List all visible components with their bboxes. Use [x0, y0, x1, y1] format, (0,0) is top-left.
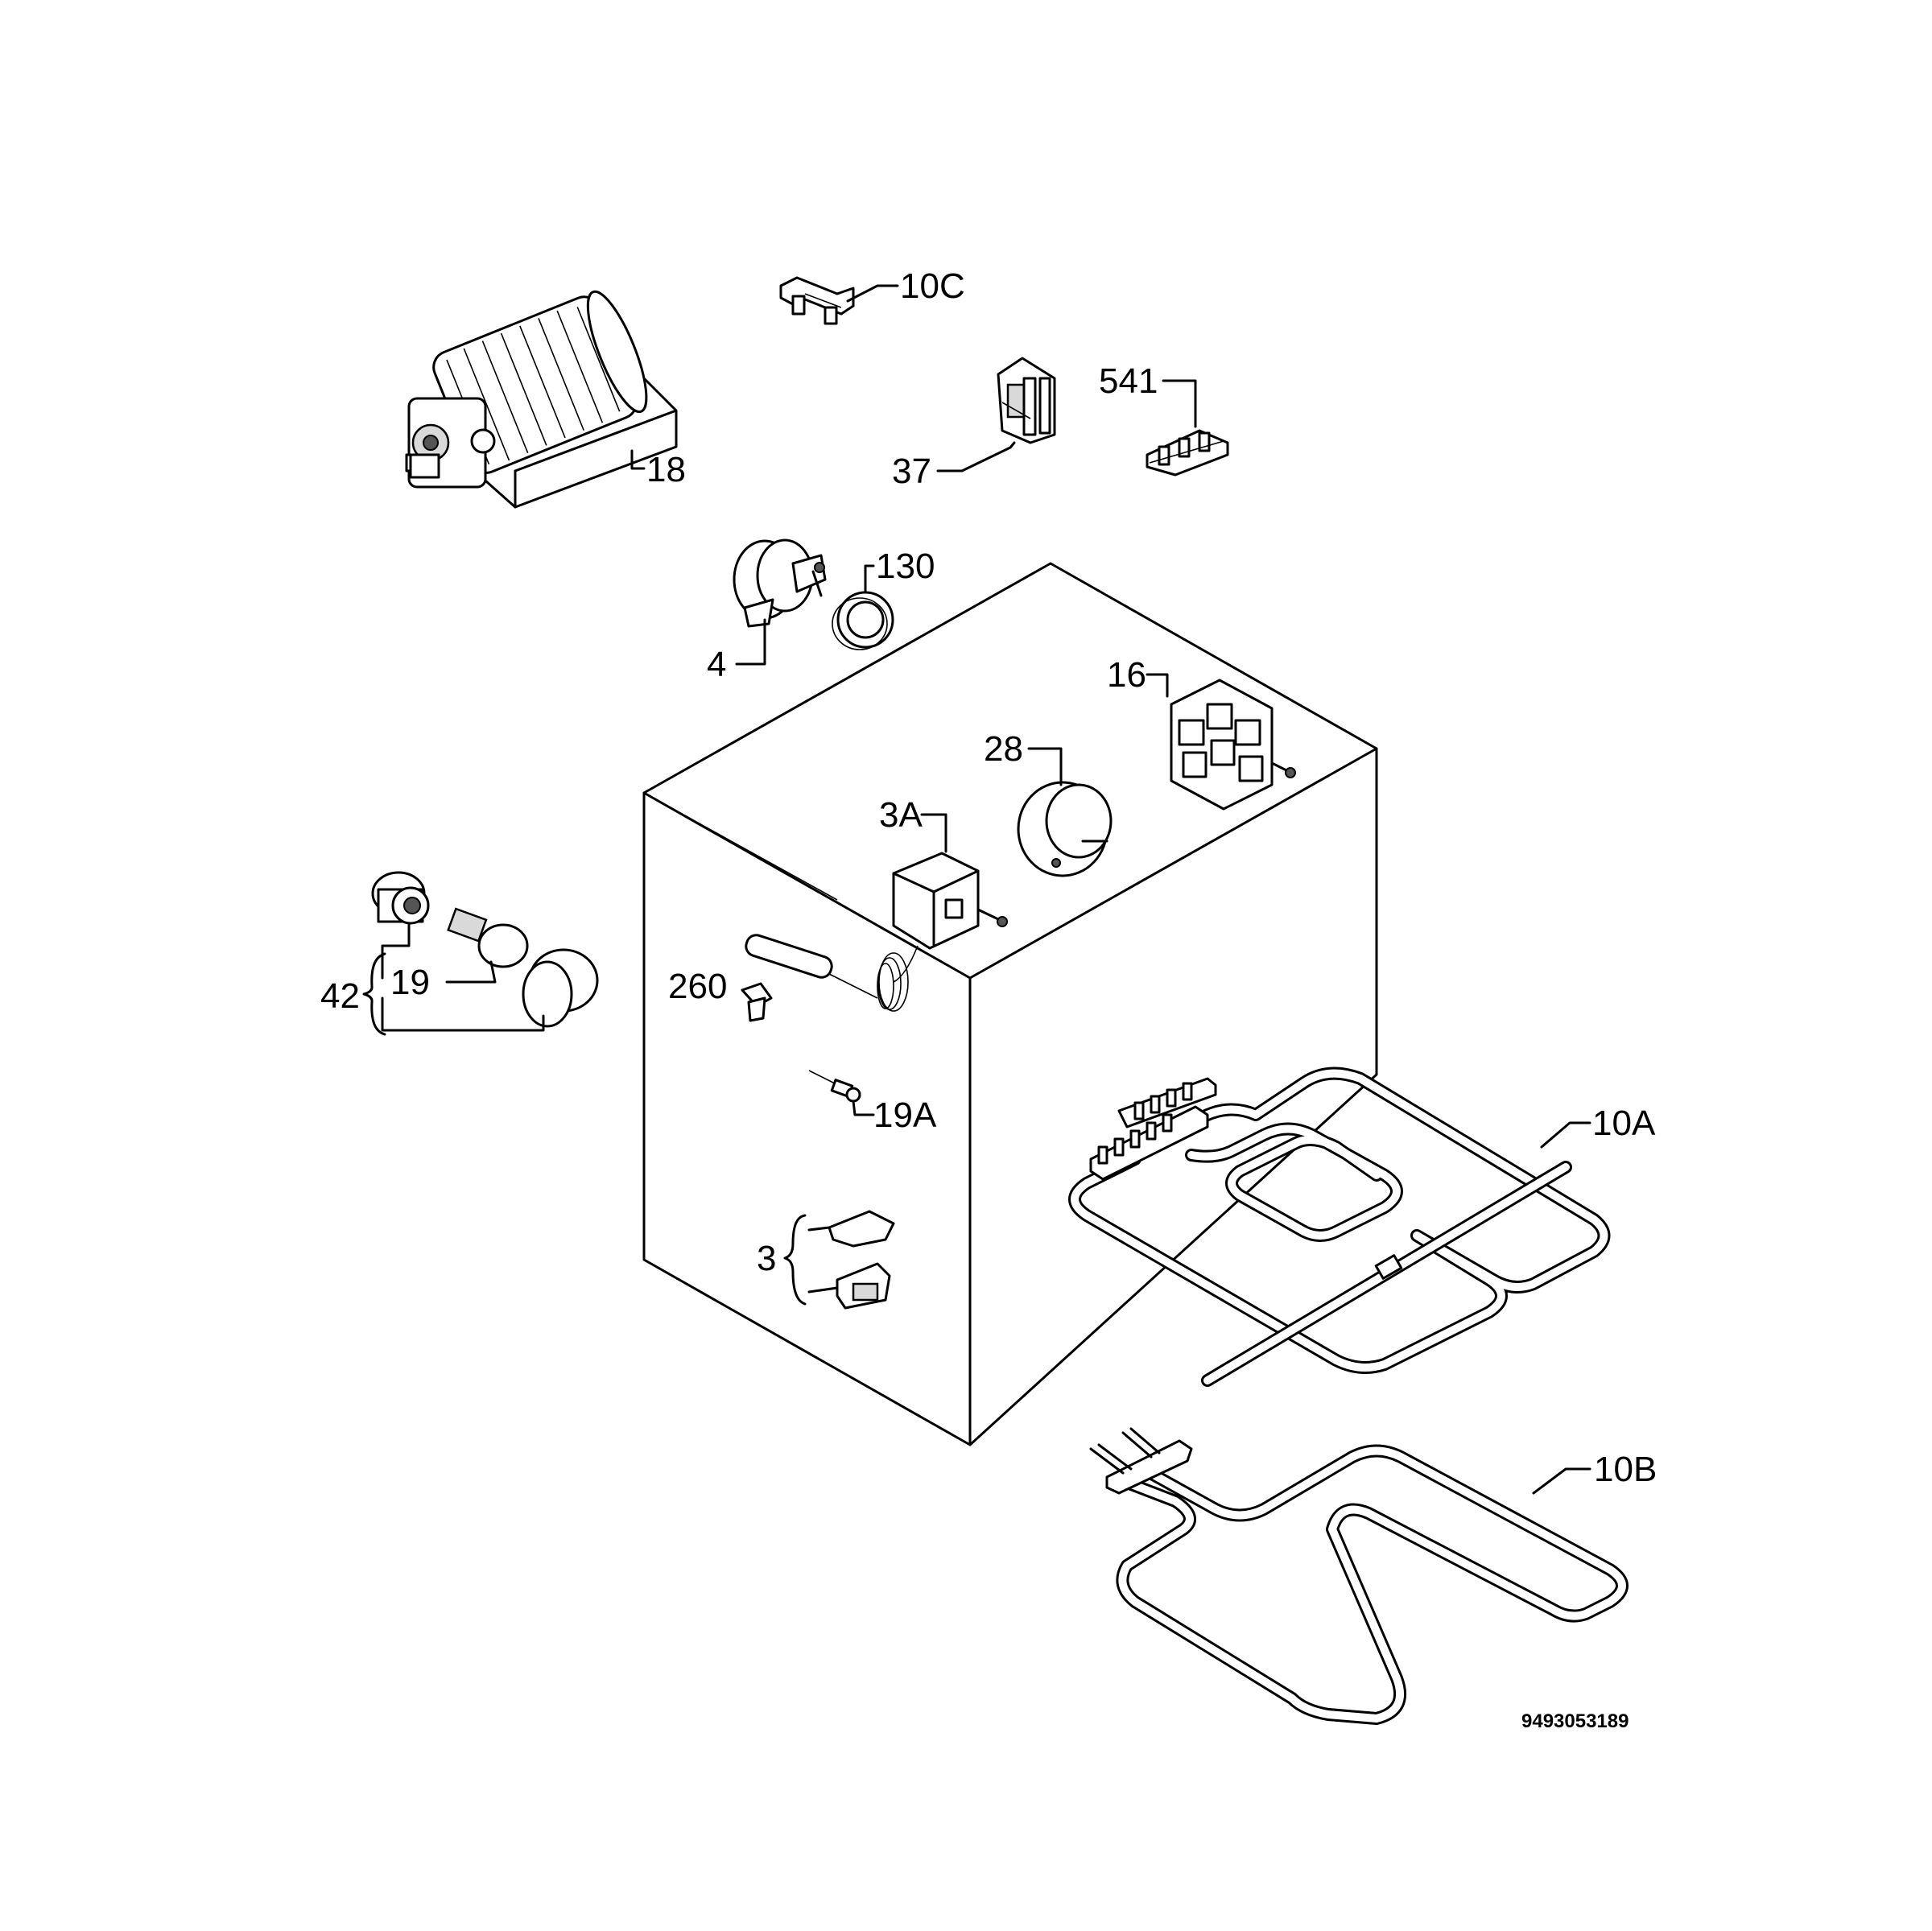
- diagram-reference-number: 9493053189: [1521, 1710, 1629, 1732]
- lamp-cover-part: [522, 948, 599, 1028]
- label-10a: 10A: [1592, 1104, 1656, 1143]
- label-10b: 10B: [1594, 1450, 1657, 1489]
- label-130: 130: [876, 547, 935, 586]
- lamp-bulb-19-part: [447, 907, 529, 968]
- label-10c: 10C: [900, 266, 965, 306]
- label-541: 541: [1099, 361, 1158, 401]
- switch-37-part: [997, 357, 1056, 444]
- lamp-holder-42-part: [371, 871, 430, 925]
- timer-28-part: [1017, 781, 1113, 877]
- lamp-19a-part: [808, 1070, 861, 1103]
- label-42: 42: [320, 976, 360, 1016]
- label-3: 3: [757, 1239, 776, 1278]
- fan-assembly-part: [405, 290, 678, 509]
- bottom-heating-element-10b-part: [1089, 1427, 1629, 1725]
- label-19a: 19A: [873, 1095, 937, 1135]
- thermostat-3a-part: [745, 852, 1008, 1012]
- label-19: 19: [390, 963, 430, 1002]
- selector-switch-16-part: [1170, 679, 1296, 811]
- connector-260-part: [741, 982, 773, 1022]
- label-37: 37: [892, 452, 931, 491]
- motor-4-part: [733, 538, 827, 628]
- label-18: 18: [646, 450, 686, 489]
- label-4: 4: [707, 645, 726, 684]
- label-260: 260: [668, 967, 727, 1006]
- label-28: 28: [984, 729, 1023, 769]
- bracket-10c-part: [779, 276, 855, 325]
- label-3a: 3A: [879, 795, 923, 835]
- top-heating-element-10a-part: [1068, 1067, 1611, 1387]
- grommet-130-part: [832, 591, 894, 650]
- terminal-block-541-part: [1146, 429, 1229, 477]
- door-switch-3-part: [828, 1210, 895, 1310]
- label-16: 16: [1107, 655, 1146, 695]
